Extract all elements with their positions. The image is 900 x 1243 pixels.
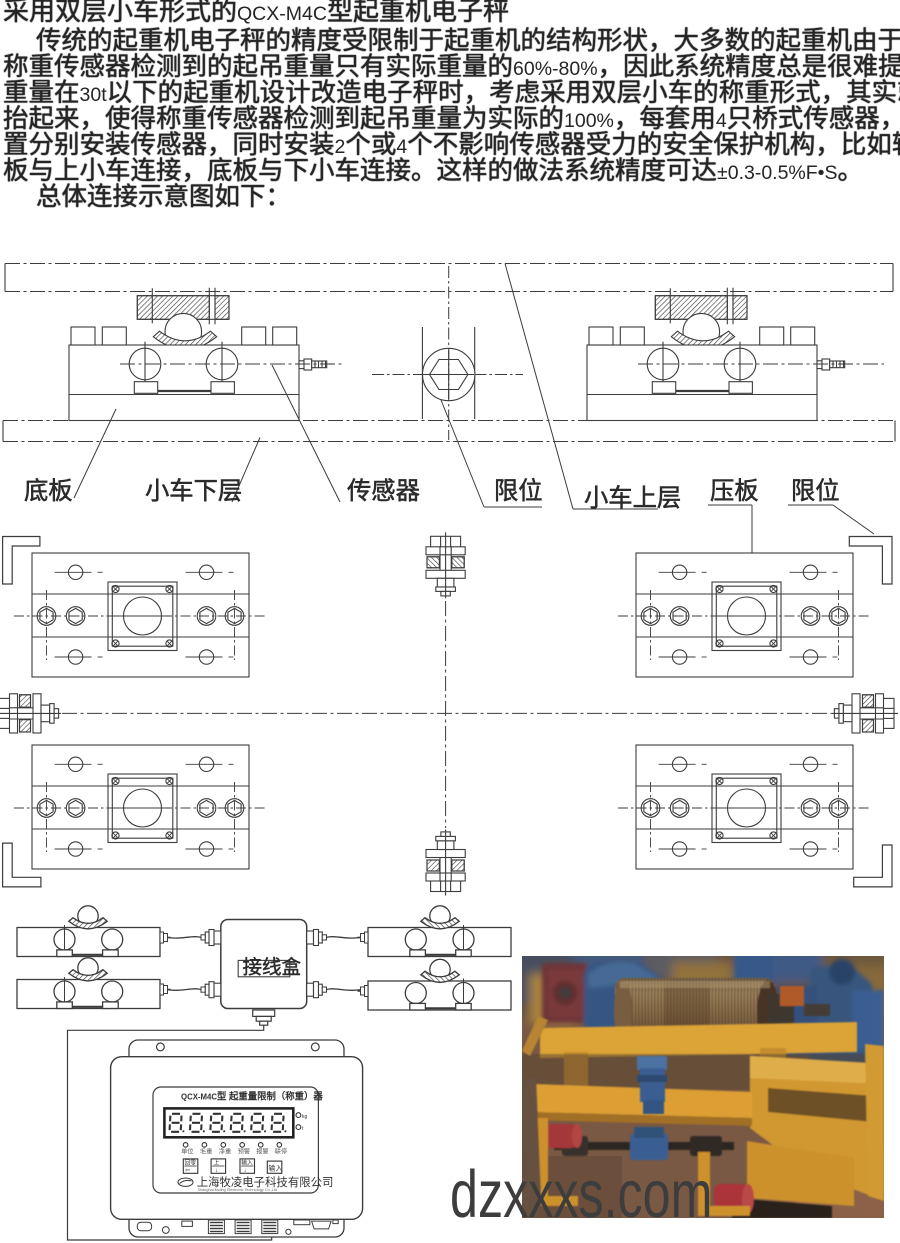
- svg-text:限位: 限位: [791, 478, 840, 505]
- svg-text:上: 上: [214, 1159, 220, 1167]
- svg-text:⇦: ⇦: [185, 1168, 190, 1174]
- svg-text:报警: 报警: [256, 1148, 268, 1156]
- svg-text:压板: 压板: [710, 478, 759, 505]
- svg-text:上海牧凌电子科技有限公司: 上海牧凌电子科技有限公司: [197, 1175, 334, 1189]
- svg-text:t: t: [302, 1126, 304, 1132]
- svg-text:传感器: 传感器: [347, 478, 420, 505]
- svg-text:输入: 输入: [269, 1164, 283, 1173]
- svg-text:限位: 限位: [494, 478, 543, 505]
- svg-text:接线盒: 接线盒: [243, 957, 302, 979]
- svg-text:预警: 预警: [238, 1148, 250, 1156]
- svg-text:小车上层: 小车上层: [584, 485, 681, 512]
- svg-text:QCX-M4C型 起重量限制（称重）器: QCX-M4C型 起重量限制（称重）器: [181, 1091, 323, 1102]
- svg-text:输入: 输入: [241, 1159, 253, 1167]
- svg-text:↓: ↓: [244, 1168, 247, 1174]
- svg-text:小车下层: 小车下层: [145, 478, 242, 505]
- svg-text:毛重: 毛重: [200, 1148, 212, 1156]
- svg-text:联停: 联停: [275, 1148, 287, 1156]
- svg-text:Shanghai Muling Electronic Tec: Shanghai Muling Electronic Technology Co…: [198, 1188, 278, 1192]
- svg-text:回零: 回零: [185, 1160, 197, 1167]
- svg-text:底板: 底板: [24, 478, 73, 505]
- svg-text:↓: ↓: [215, 1168, 218, 1174]
- svg-text:单位: 单位: [181, 1148, 193, 1156]
- svg-text:dzxxxs.com: dzxxxs.com: [450, 1156, 712, 1232]
- svg-text:净重: 净重: [219, 1148, 231, 1156]
- svg-text:kg: kg: [302, 1114, 308, 1120]
